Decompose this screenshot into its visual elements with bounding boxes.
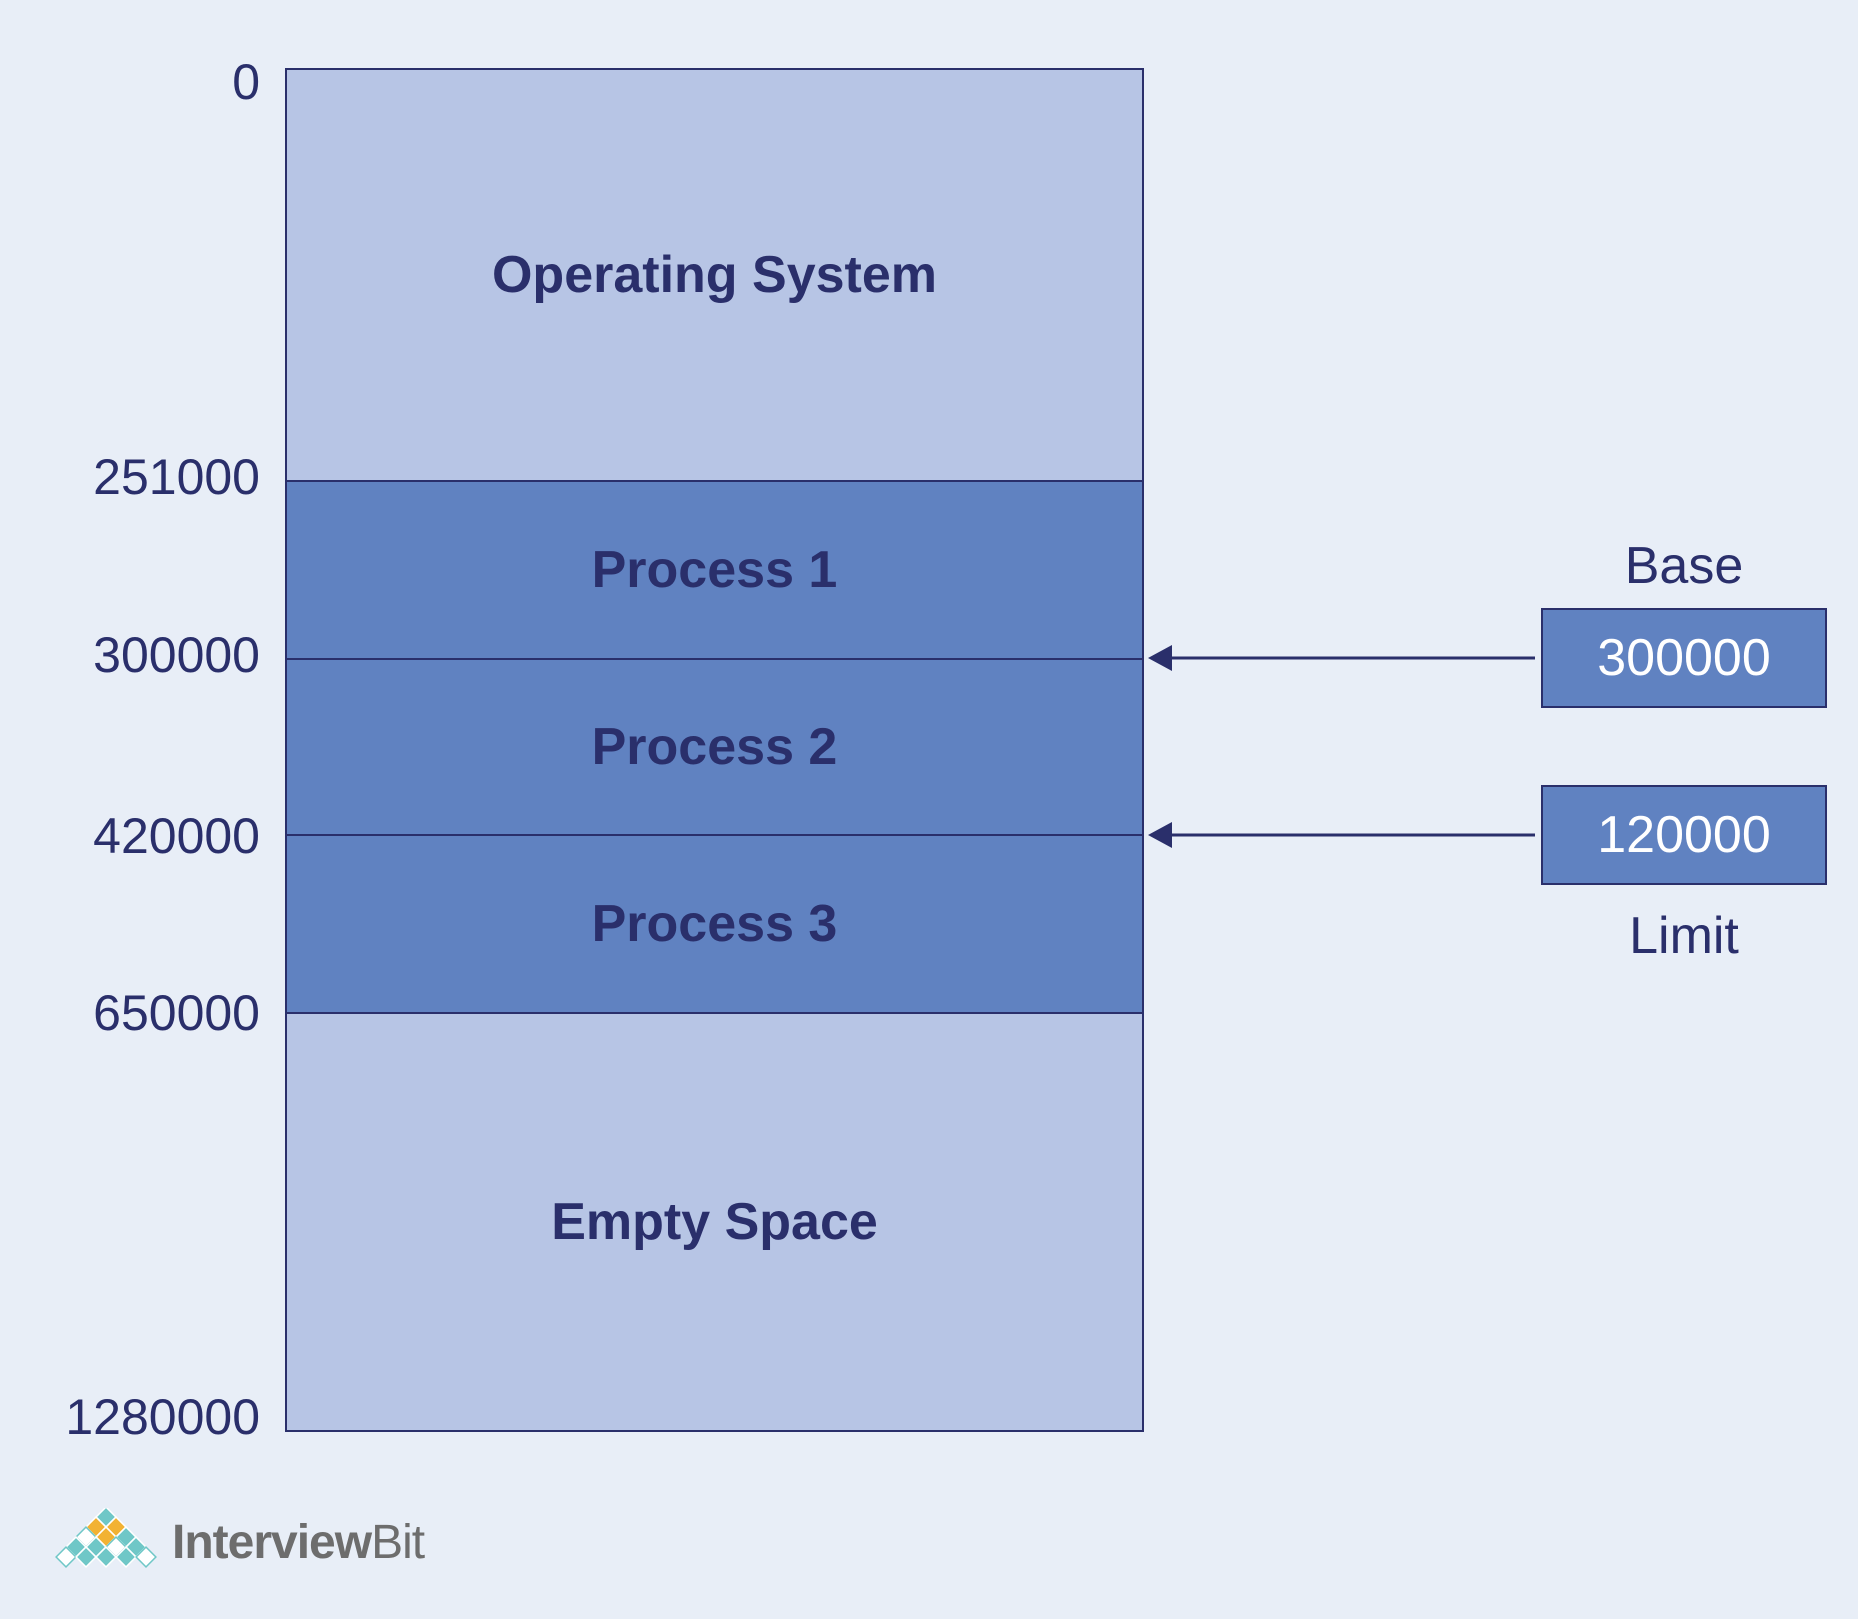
address-0: 0: [232, 54, 260, 110]
logo-mark-icon: [55, 1508, 157, 1568]
address-420000: 420000: [93, 808, 260, 864]
operating-system-label: Operating System: [491, 246, 938, 304]
address-251000: 251000: [93, 449, 260, 505]
logo-wordmark-bold: Interview: [172, 1515, 372, 1569]
address-300000: 300000: [93, 627, 260, 683]
process-3-block: Process 3: [285, 834, 1144, 1014]
logo-wordmark: InterviewBit: [172, 1515, 425, 1570]
empty-space-label: Empty Space: [551, 1193, 878, 1251]
base-value: 300000: [1597, 629, 1771, 687]
process-2-label: Process 2: [591, 718, 838, 776]
process-1-label: Process 1: [591, 541, 838, 599]
address-650000: 650000: [93, 985, 260, 1041]
limit-value: 120000: [1597, 806, 1771, 864]
base-register: 300000: [1541, 608, 1827, 708]
address-1280000: 1280000: [65, 1389, 260, 1445]
logo-wordmark-light: Bit: [371, 1515, 425, 1569]
base-arrow: [1148, 645, 1535, 671]
interviewbit-logo: InterviewBit: [52, 1508, 425, 1576]
process-1-block: Process 1: [285, 480, 1144, 660]
limit-arrow: [1148, 822, 1535, 848]
limit-register: 120000: [1541, 785, 1827, 885]
process-3-label: Process 3: [591, 895, 838, 953]
base-label: Base: [1624, 537, 1744, 595]
empty-space-block: Empty Space: [285, 1012, 1144, 1432]
limit-label: Limit: [1629, 907, 1739, 965]
process-2-block: Process 2: [285, 658, 1144, 836]
